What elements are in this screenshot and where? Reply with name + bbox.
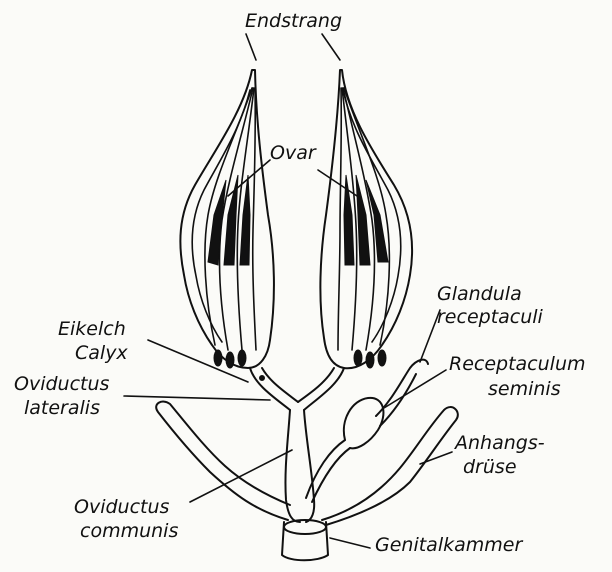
label-receptaculum-line2: seminis — [488, 378, 561, 400]
left-egg-2 — [226, 352, 234, 368]
leader-genitalkammer — [330, 538, 370, 548]
accessory-glands — [156, 402, 458, 525]
label-ovar: Ovar — [270, 142, 316, 164]
label-genitalkammer: Genitalkammer — [375, 534, 522, 556]
label-glandula-line1: Glandula — [437, 283, 522, 305]
leader-oviductus-communis — [190, 450, 292, 502]
leader-endstrang-right — [322, 34, 340, 60]
left-calyx-dot — [260, 376, 265, 381]
label-endstrang: Endstrang — [245, 10, 342, 32]
label-anhangs-line1: Anhangs- — [455, 432, 545, 454]
label-eikelch: Eikelch — [58, 318, 126, 340]
label-anhangs-line2: drüse — [463, 456, 517, 478]
left-egg-3 — [238, 350, 246, 366]
label-glandula-line2: receptaculi — [437, 306, 543, 328]
leader-ovar-right — [318, 170, 360, 198]
right-egg-2 — [366, 352, 374, 368]
right-germarium-3 — [366, 180, 388, 262]
right-accessory-gland — [322, 407, 458, 525]
label-oviductus-communis-line2: communis — [80, 520, 178, 542]
leader-lines — [124, 34, 452, 548]
leader-anhangsdruese — [420, 452, 452, 464]
leader-endstrang-left — [246, 34, 256, 60]
label-oviductus-lateralis-line2: lateralis — [24, 397, 100, 419]
right-egg-3 — [378, 350, 386, 366]
label-calyx: Calyx — [75, 342, 128, 364]
label-oviductus-lateralis-line1: Oviductus — [14, 373, 109, 395]
left-lateral-oviduct — [250, 368, 298, 410]
right-egg-1 — [354, 350, 362, 366]
left-egg-1 — [214, 350, 222, 366]
lateral-oviducts — [250, 368, 344, 410]
left-ovariole-4 — [253, 88, 256, 350]
right-ovariole-1 — [338, 88, 341, 350]
label-oviductus-communis-line1: Oviductus — [74, 496, 169, 518]
receptaculum-seminis-sac — [344, 398, 384, 448]
label-receptaculum-line1: Receptaculum — [449, 353, 586, 375]
left-germarium-1 — [208, 180, 226, 265]
leader-oviductus-lateralis — [124, 396, 270, 400]
right-ovary — [320, 70, 412, 368]
genital-chamber — [282, 522, 328, 560]
left-ovary — [180, 70, 274, 381]
right-lateral-oviduct — [298, 368, 344, 410]
genital-chamber-rim — [284, 520, 326, 534]
